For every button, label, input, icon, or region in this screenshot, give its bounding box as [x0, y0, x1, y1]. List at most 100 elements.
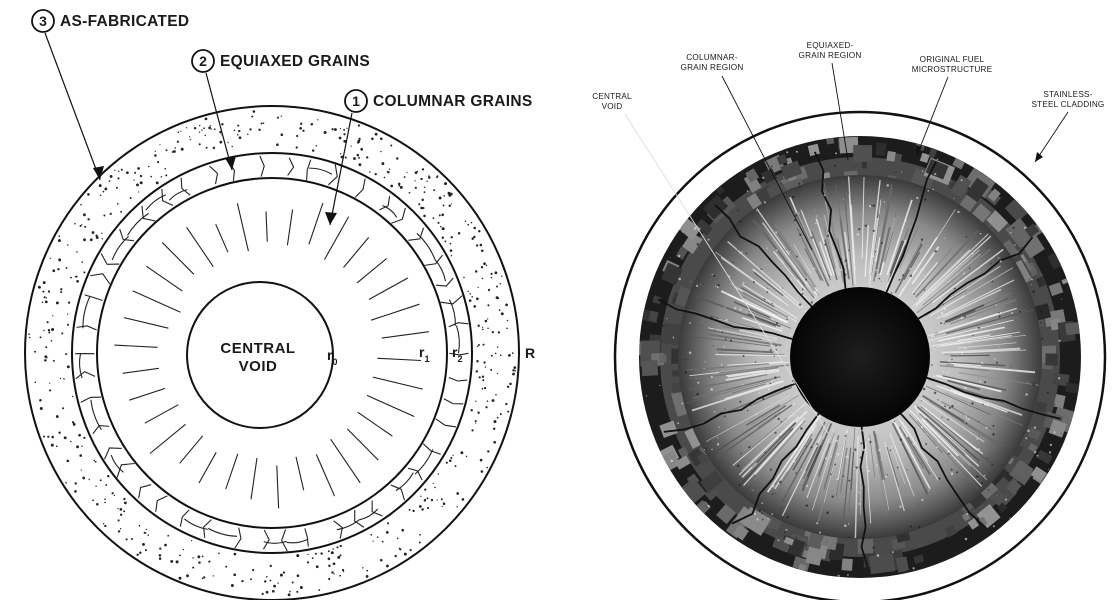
stipple-dot	[427, 507, 429, 509]
stipple-dot	[449, 459, 452, 462]
stipple-dot	[146, 529, 147, 530]
speckle	[947, 419, 949, 421]
speckle	[848, 523, 849, 524]
stipple-dot	[482, 327, 483, 328]
speckle	[891, 292, 893, 294]
equiaxed-grain	[858, 538, 874, 553]
speckle	[928, 490, 929, 491]
stipple-dot	[103, 215, 105, 217]
speckle	[741, 251, 742, 252]
stipple-dot	[404, 176, 406, 178]
stipple-dot	[320, 552, 322, 554]
speckle	[832, 429, 834, 431]
speckle	[824, 194, 826, 196]
stipple-dot	[501, 276, 502, 277]
stipple-dot	[61, 332, 63, 334]
speckle	[941, 312, 944, 315]
speckle	[979, 381, 981, 383]
speckle	[713, 345, 714, 346]
speckle	[1041, 338, 1043, 340]
stipple-dot	[507, 320, 509, 322]
speckle	[1041, 274, 1042, 275]
stipple-dot	[262, 593, 264, 595]
stipple-dot	[56, 301, 59, 304]
stipple-dot	[473, 305, 476, 308]
stipple-dot	[273, 585, 276, 588]
stipple-dot	[76, 280, 79, 283]
stipple-dot	[424, 191, 426, 193]
speckle	[834, 463, 836, 465]
speckle	[873, 230, 875, 232]
stipple-dot	[45, 301, 48, 304]
speckle	[1029, 278, 1030, 279]
speckle	[843, 199, 844, 200]
speckle	[1000, 260, 1002, 262]
speckle	[972, 368, 973, 369]
stipple-dot	[43, 281, 46, 284]
speckle	[971, 253, 973, 255]
stipple-dot	[455, 465, 457, 467]
stipple-dot	[424, 488, 426, 490]
stipple-dot	[473, 236, 475, 238]
stipple-dot	[475, 422, 476, 423]
speckle	[717, 443, 719, 445]
speckle	[730, 339, 732, 341]
stipple-dot	[334, 128, 337, 131]
stipple-dot	[315, 553, 317, 555]
stipple-dot	[134, 172, 136, 174]
stipple-dot	[213, 575, 214, 576]
stipple-dot	[491, 355, 493, 357]
speckle	[807, 144, 808, 145]
stipple-dot	[79, 454, 82, 457]
speckle	[1049, 451, 1051, 453]
stipple-dot	[333, 562, 336, 565]
speckle	[768, 388, 770, 390]
stipple-dot	[208, 127, 211, 130]
speckle	[1066, 300, 1067, 301]
stipple-dot	[493, 441, 496, 444]
speckle	[786, 319, 788, 321]
stipple-dot	[482, 379, 484, 381]
speckle	[1048, 469, 1049, 470]
speckle	[996, 214, 997, 215]
speckle	[964, 347, 966, 349]
speckle	[922, 170, 923, 171]
speckle	[961, 179, 963, 181]
stipple-dot	[142, 543, 145, 546]
speckle	[795, 472, 797, 474]
stipple-dot	[214, 128, 216, 130]
speckle	[1003, 464, 1004, 465]
stipple-dot	[328, 565, 330, 567]
speckle	[1037, 455, 1039, 457]
speckle	[837, 575, 839, 577]
stipple-dot	[400, 186, 403, 189]
stipple-dot	[495, 394, 497, 396]
callout-1-label: COLUMNAR GRAINS	[373, 93, 533, 110]
speckle	[944, 323, 945, 324]
speckle	[724, 307, 725, 308]
speckle	[806, 485, 808, 487]
speckle	[735, 489, 736, 490]
stipple-dot	[475, 401, 476, 402]
stipple-dot	[316, 145, 318, 147]
speckle	[737, 249, 738, 250]
speckle	[938, 441, 940, 443]
speckle	[834, 165, 836, 167]
speckle	[921, 499, 923, 501]
speckle	[1028, 381, 1029, 382]
stipple-dot	[39, 399, 42, 402]
speckle	[865, 448, 866, 449]
stipple-dot	[493, 428, 495, 430]
speckle	[844, 525, 847, 528]
stipple-dot	[412, 510, 414, 512]
stipple-dot	[366, 156, 368, 158]
stipple-dot	[490, 369, 492, 371]
stipple-dot	[357, 154, 360, 157]
stipple-dot	[384, 177, 386, 179]
stipple-dot	[491, 273, 493, 275]
stipple-dot	[117, 203, 119, 205]
speckle	[717, 284, 719, 286]
stipple-dot	[205, 118, 208, 121]
speckle	[708, 239, 710, 241]
stipple-dot	[225, 566, 227, 568]
